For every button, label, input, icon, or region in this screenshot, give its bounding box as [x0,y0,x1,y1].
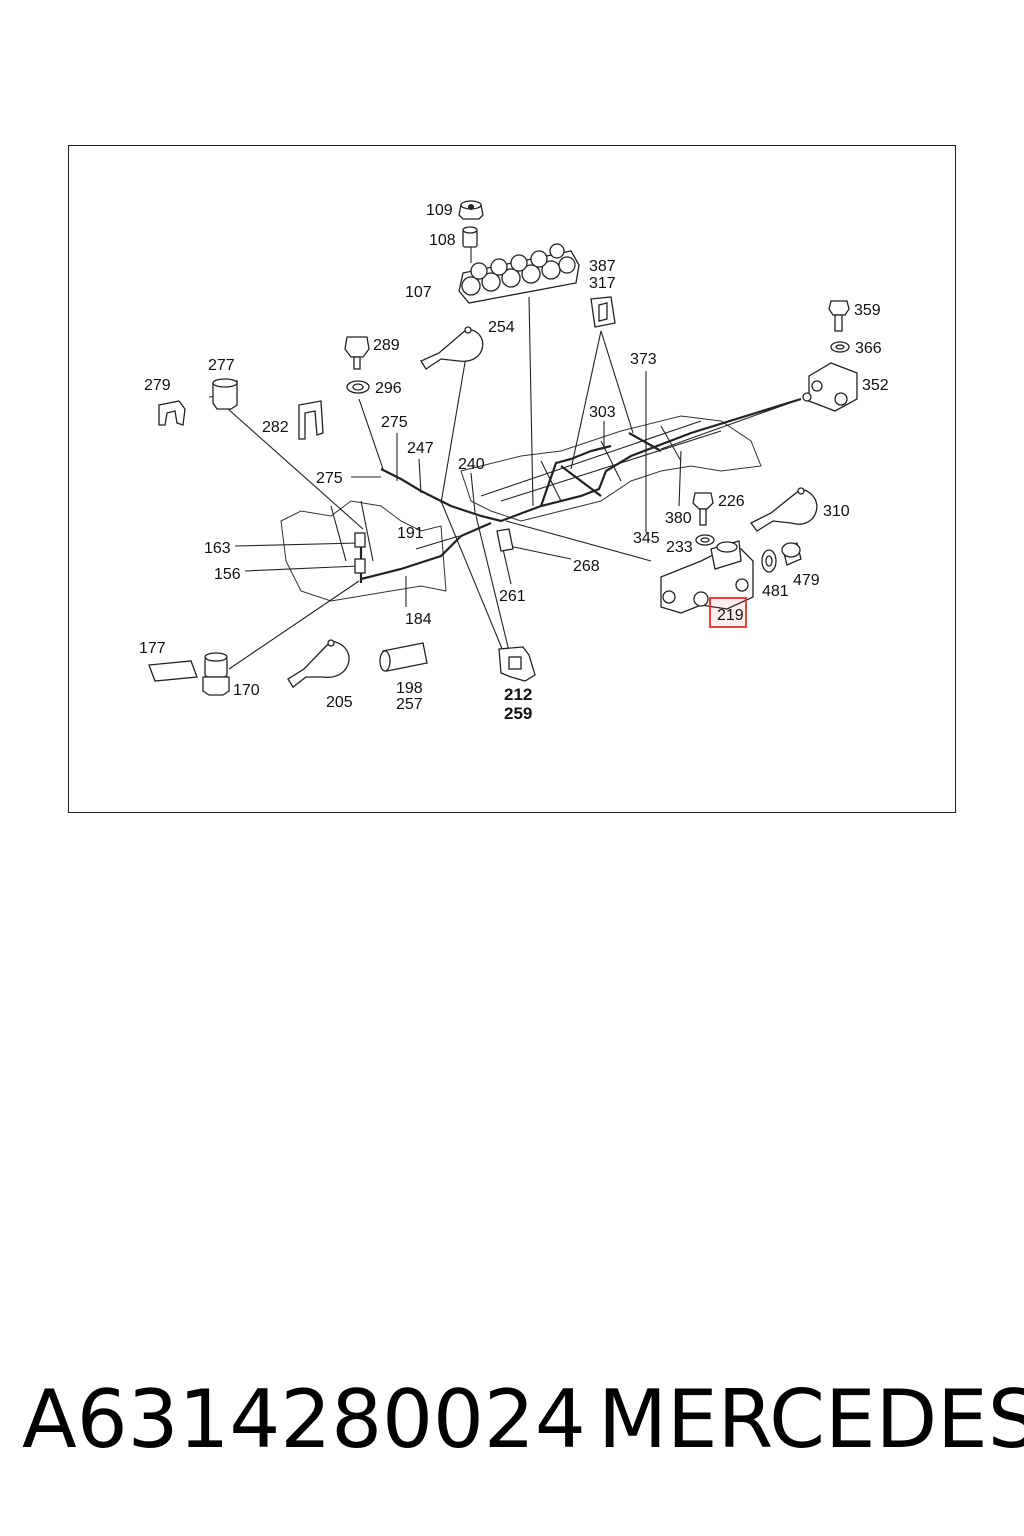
footer: A6314280024 MERCEDES [0,1370,1024,1470]
part-481-washer [761,549,777,573]
callout-268: 268 [573,558,600,575]
part-108-sleeve [462,226,478,248]
callout-226: 226 [718,493,745,510]
callout-219[interactable]: 219 [717,607,744,624]
part-198-sleeve [379,642,428,672]
part-310-cable-tie [750,487,818,532]
callout-303: 303 [589,404,616,421]
callout-275-left: 275 [316,470,343,487]
callout-275-top: 275 [381,414,408,431]
callout-163: 163 [204,540,231,557]
callout-107: 107 [405,284,432,301]
callout-479: 479 [793,572,820,589]
part-289-bolt [344,336,370,370]
callout-352: 352 [862,377,889,394]
callout-373: 373 [630,351,657,368]
callout-177: 177 [139,640,166,657]
callout-205: 205 [326,694,353,711]
callout-240: 240 [458,456,485,473]
part-296-washer [346,380,370,394]
callout-156: 156 [214,566,241,583]
callout-380: 380 [665,510,692,527]
callout-296: 296 [375,380,402,397]
callout-481: 481 [762,583,789,600]
part-226-bolt [692,492,714,526]
callout-257: 257 [396,696,423,713]
callout-184: 184 [405,611,432,628]
callout-191: 191 [397,525,424,542]
callout-345: 345 [633,530,660,547]
brand-name: MERCEDES [598,1373,1024,1466]
part-282-bracket [298,400,324,440]
callout-317: 317 [589,275,616,292]
part-233-washer [695,534,715,546]
part-261-bracket [496,528,514,552]
part-254-cable-tie [420,326,484,370]
callout-212: 212 [504,685,532,704]
callout-247: 247 [407,440,434,457]
callout-277: 277 [208,357,235,374]
highlight-box[interactable] [709,597,747,628]
part-279-clip [158,400,186,426]
callout-282: 282 [262,419,289,436]
part-107-foam-block [458,243,580,304]
callout-109: 109 [426,202,453,219]
part-109-nut [458,200,484,220]
part-277-clip [212,378,238,410]
part-352-junction-block [802,362,858,412]
part-205-cable-tie [287,639,350,688]
part-163-connector [354,532,366,574]
callout-254: 254 [488,319,515,336]
callout-261: 261 [499,588,526,605]
callout-108: 108 [429,232,456,249]
callout-359: 359 [854,302,881,319]
callout-387: 387 [589,258,616,275]
part-359-bolt [828,300,850,332]
callout-233: 233 [666,539,693,556]
part-number: A6314280024 [22,1373,586,1466]
callout-198: 198 [396,680,423,697]
callout-289: 289 [373,337,400,354]
part-366-washer [830,341,850,353]
part-177-plate [148,660,198,682]
callout-310: 310 [823,503,850,520]
part-212-bracket [498,646,536,682]
parts-diagram: 109 108 107 387 317 254 289 296 373 359 … [139,200,889,723]
callout-366: 366 [855,340,882,357]
callout-170: 170 [233,682,260,699]
part-317-clip [590,296,616,328]
part-170-fitting [202,652,230,696]
callout-279: 279 [144,377,171,394]
part-219-distributor-block [660,540,754,614]
leader-lines [208,247,802,670]
parts-diagram-frame: 109 108 107 387 317 254 289 296 373 359 … [68,145,956,813]
highlighted-part-marker[interactable]: 219 [709,597,747,628]
part-479-plug [781,542,802,566]
callout-259: 259 [504,704,532,723]
callout-labels: 109 108 107 387 317 254 289 296 373 359 … [139,202,889,723]
